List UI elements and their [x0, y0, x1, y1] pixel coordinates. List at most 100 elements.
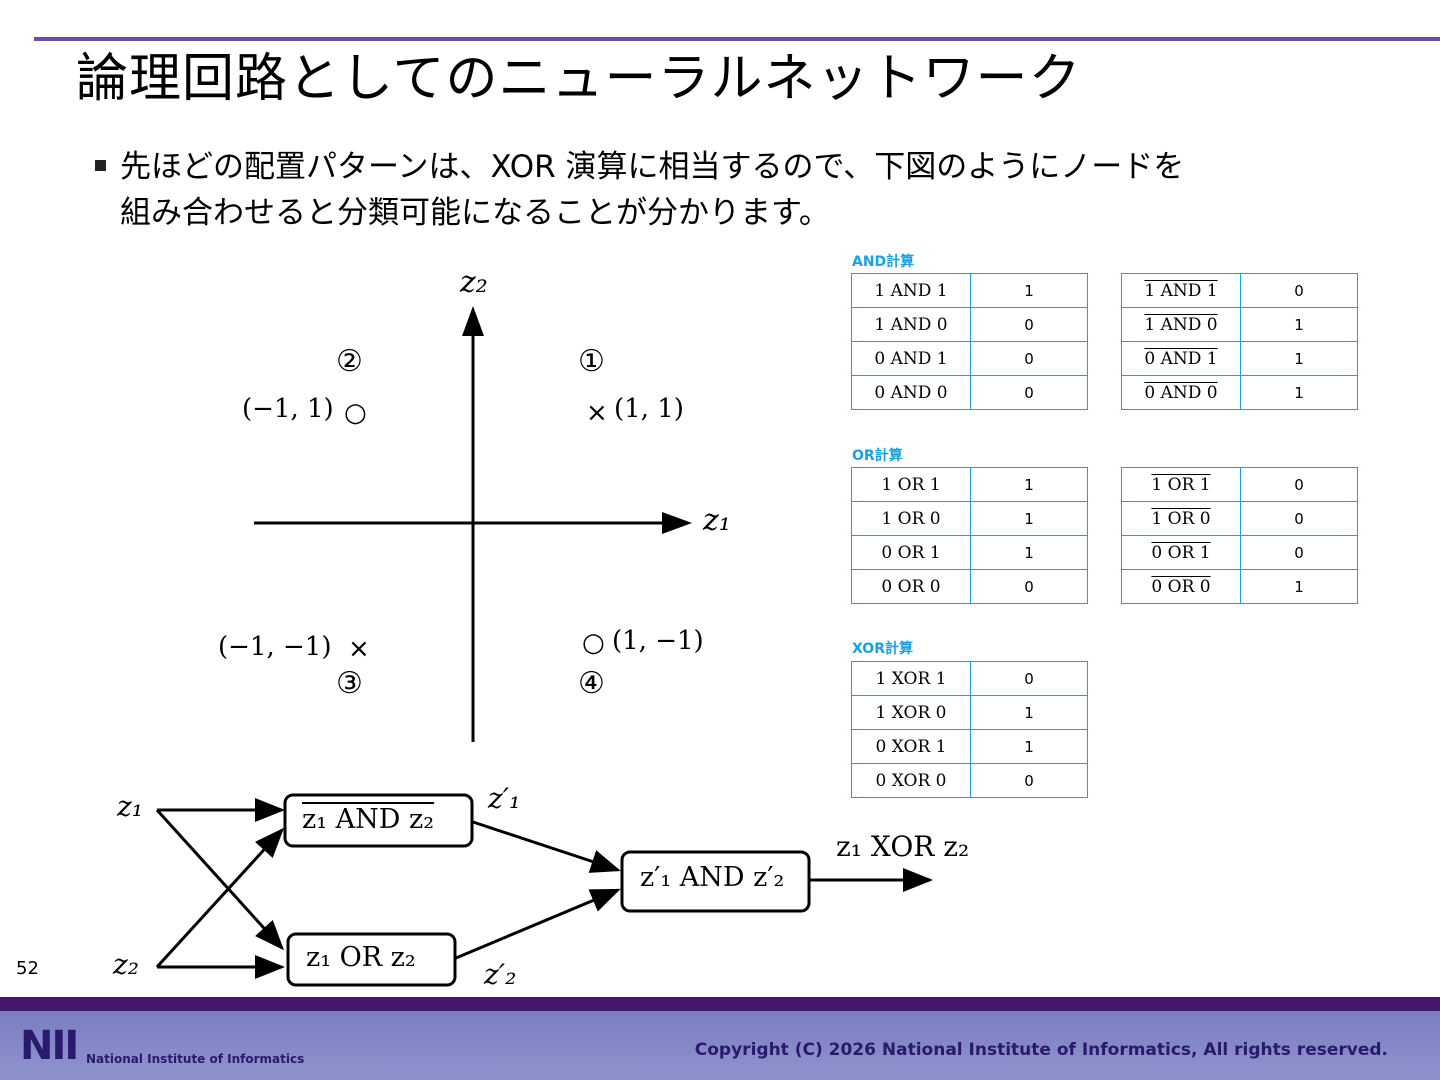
xor-expression-cell: 0 XOR 1 — [851, 729, 971, 764]
or-expression: 1 OR 0 — [881, 508, 941, 529]
and-expression-cell: 0 AND 1 — [851, 341, 971, 376]
nor-result-cell: 0 — [1240, 535, 1358, 570]
and-expression-cell: 0 AND 0 — [851, 375, 971, 410]
nand-result-cell: 1 — [1240, 375, 1358, 410]
or-result-cell: 1 — [970, 467, 1088, 502]
bullet-marker — [95, 160, 106, 171]
or-expression: 0 OR 1 — [881, 542, 941, 563]
nii-logo: NII — [20, 1023, 79, 1069]
page-number: 52 — [16, 958, 39, 979]
or-expression-cell: 0 OR 0 — [851, 569, 971, 604]
nand-row: 0 AND 0 1 — [1121, 375, 1358, 410]
and-row: 1 AND 1 1 — [851, 273, 1088, 308]
or-result-cell: 1 — [970, 501, 1088, 536]
point-m1-1-coord: (−1, 1) — [242, 394, 334, 424]
nor-expression-cell: 0 OR 0 — [1121, 569, 1241, 604]
xor-expression: 1 XOR 1 — [875, 668, 947, 689]
or-expression-cell: 1 OR 1 — [851, 467, 971, 502]
nand-gate-label: z₁ AND z₂ — [302, 804, 435, 835]
xor-expression: 0 XOR 1 — [875, 736, 947, 757]
xor-table-title: XOR計算 — [852, 641, 913, 657]
and-expression-cell: 1 AND 0 — [851, 307, 971, 342]
or-row: 0 OR 1 1 — [851, 535, 1088, 570]
bullet-text: 先ほどの配置パターンは、XOR 演算に相当するので、下図のようにノードを 組み合… — [120, 144, 1380, 236]
or-row: 1 OR 0 1 — [851, 501, 1088, 536]
nand-expression-cell: 1 AND 0 — [1121, 307, 1241, 342]
and-expression: 1 AND 0 — [874, 314, 948, 335]
mid-z1-prime-label: z′₁ — [488, 782, 521, 815]
and-expression: 1 AND 1 — [874, 280, 948, 301]
quadrant-1-label: ① — [578, 344, 605, 379]
quadrant-2-label: ② — [336, 344, 363, 379]
or-expression: 0 OR 0 — [881, 576, 941, 597]
nand-expression: 1 AND 1 — [1144, 280, 1218, 301]
nand-row: 1 AND 0 1 — [1121, 307, 1358, 342]
nor-expression-cell: 0 OR 1 — [1121, 535, 1241, 570]
or-gate-label: z₁ OR z₂ — [306, 942, 416, 973]
xor-expression-cell: 0 XOR 0 — [851, 763, 971, 798]
y-axis-label: z₂ — [460, 265, 488, 300]
copyright-notice: Copyright (C) 2026 National Institute of… — [694, 1040, 1388, 1060]
point-1-1-coord: (1, 1) — [614, 394, 684, 424]
x-axis-label: z₁ — [703, 503, 731, 538]
quadrant-4-label: ④ — [578, 666, 605, 701]
input-z1-label: z₁ — [117, 790, 143, 823]
point-1-m1-coord: (1, −1) — [612, 626, 704, 656]
xor-expression-cell: 1 XOR 0 — [851, 695, 971, 730]
nor-expression: 0 OR 1 — [1151, 542, 1211, 563]
or-expression-cell: 1 OR 0 — [851, 501, 971, 536]
mid-z2-prime-label: z′₂ — [484, 958, 517, 991]
xor-result-cell: 1 — [970, 695, 1088, 730]
footer — [0, 1011, 1440, 1080]
and-gate-label: z′₁ AND z′₂ — [640, 862, 785, 893]
nor-expression: 1 OR 0 — [1151, 508, 1211, 529]
xor-row: 1 XOR 0 1 — [851, 695, 1088, 730]
or-table-title: OR計算 — [852, 448, 903, 464]
point-1-m1-marker: ○ — [582, 628, 605, 658]
input-z2-label: z₂ — [113, 948, 139, 981]
nand-expression: 1 AND 0 — [1144, 314, 1218, 335]
nand-expression: 0 AND 0 — [1144, 382, 1218, 403]
nand-result-cell: 1 — [1240, 307, 1358, 342]
nor-expression-cell: 1 OR 1 — [1121, 467, 1241, 502]
nor-result-cell: 0 — [1240, 467, 1358, 502]
nor-result-cell: 0 — [1240, 501, 1358, 536]
nor-row: 1 OR 0 0 — [1121, 501, 1358, 536]
and-table-title: AND計算 — [852, 254, 915, 270]
xor-expression: 1 XOR 0 — [875, 702, 947, 723]
nand-result-cell: 0 — [1240, 273, 1358, 308]
and-expression: 0 AND 1 — [874, 348, 948, 369]
title-rule — [34, 37, 1440, 41]
point-1-1-marker: × — [586, 398, 608, 428]
bullet-line-1: 先ほどの配置パターンは、XOR 演算に相当するので、下図のようにノードを — [120, 149, 1185, 185]
nand-expression: 0 AND 1 — [1144, 348, 1218, 369]
nor-expression-cell: 1 OR 0 — [1121, 501, 1241, 536]
footer-band — [0, 997, 1440, 1011]
nand-expression-cell: 1 AND 1 — [1121, 273, 1241, 308]
and-result-cell: 1 — [970, 273, 1088, 308]
output-label: z₁ XOR z₂ — [836, 830, 970, 863]
and-result-cell: 0 — [970, 341, 1088, 376]
or-result-cell: 1 — [970, 535, 1088, 570]
nor-expression: 0 OR 0 — [1151, 576, 1211, 597]
bullet-line-2: 組み合わせると分類可能になることが分かります。 — [120, 195, 830, 231]
nand-expression-cell: 0 AND 0 — [1121, 375, 1241, 410]
xor-result-cell: 1 — [970, 729, 1088, 764]
nand-row: 1 AND 1 0 — [1121, 273, 1358, 308]
xor-expression: 0 XOR 0 — [875, 770, 947, 791]
nand-expression-cell: 0 AND 1 — [1121, 341, 1241, 376]
xor-result-cell: 0 — [970, 661, 1088, 696]
nii-logo-text: National Institute of Informatics — [86, 1052, 305, 1066]
